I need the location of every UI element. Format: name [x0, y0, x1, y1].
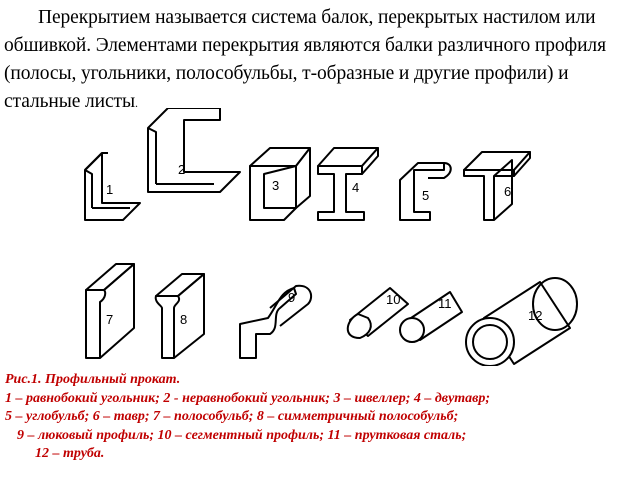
profile-bulb-angle [399, 162, 452, 221]
intro-text: Перекрытием называется система балок, пе… [4, 7, 606, 112]
caption-line-3: 9 – люковый профиль; 10 – сегментный про… [17, 427, 467, 443]
profile-pipe [465, 277, 578, 366]
profile-illustration: 1 2 3 4 5 6 7 8 9 10 11 12 [84, 108, 578, 366]
label-2: 2 [178, 162, 185, 177]
label-8: 8 [180, 312, 187, 327]
profile-figure: 1 2 3 4 5 6 7 8 9 10 11 12 [70, 108, 590, 366]
profile-bulb-flat [85, 263, 135, 359]
profile-symmetric-bulb-flat [154, 273, 205, 359]
profile-equal-angle [84, 152, 141, 221]
caption-line-1: 1 – равнобокий угольник; 2 - неравнобоки… [5, 390, 491, 406]
label-7: 7 [106, 312, 113, 327]
intro-tail: . [134, 96, 138, 110]
label-3: 3 [272, 178, 279, 193]
figure-caption: Рис.1. Профильный прокат. 1 – равнобокий… [5, 371, 637, 464]
label-11: 11 [438, 296, 452, 311]
profile-channel [249, 147, 311, 221]
profile-tee [463, 151, 531, 221]
profile-unequal-angle [147, 108, 241, 193]
caption-line-4: 12 – труба. [35, 446, 105, 461]
label-1: 1 [106, 182, 113, 197]
label-6: 6 [504, 184, 511, 199]
label-9: 9 [288, 290, 295, 305]
caption-line-2: 5 – углобульб; 6 – тавр; 7 – полособульб… [5, 409, 459, 424]
label-12: 12 [528, 308, 542, 323]
profile-i-beam [317, 147, 379, 221]
profile-round-bar [399, 291, 463, 343]
intro-paragraph: Перекрытием называется система балок, пе… [4, 4, 634, 117]
label-10: 10 [386, 292, 400, 307]
label-4: 4 [352, 180, 359, 195]
caption-title: Рис.1. Профильный прокат. [5, 372, 181, 387]
profile-hatch [239, 284, 313, 359]
profile-segment [346, 287, 409, 339]
label-5: 5 [422, 188, 429, 203]
